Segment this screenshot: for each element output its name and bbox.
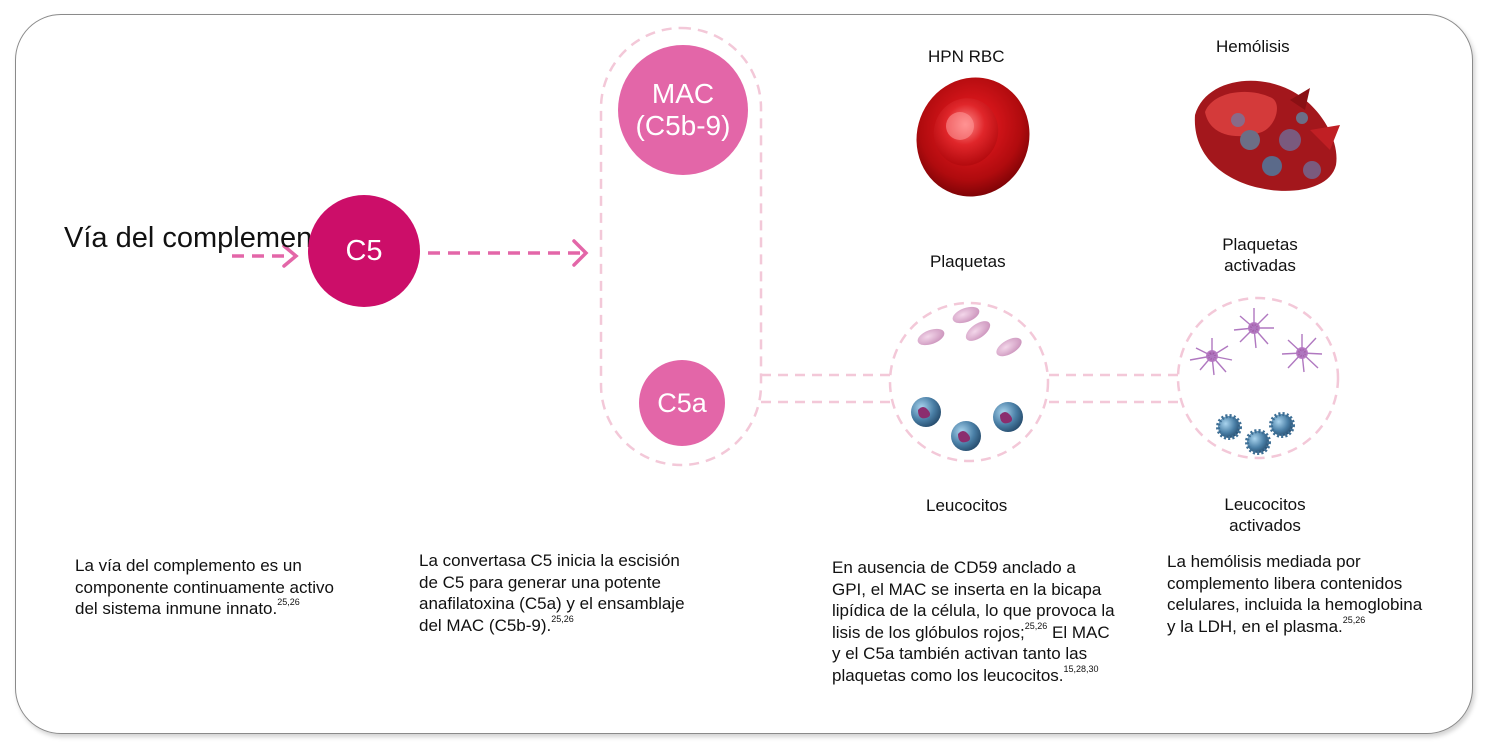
desc3-line: GPI, el MAC se inserta en la bicapa xyxy=(832,579,1102,599)
description-pathway: La vía del complemento es un componente … xyxy=(75,555,334,620)
c5a-label: C5a xyxy=(657,387,707,418)
leukocyte-icons xyxy=(911,397,1023,451)
desc3-line: y el C5a también activan tanto las xyxy=(832,644,1088,664)
c5-node: C5 xyxy=(308,195,420,307)
desc2-line: La convertasa C5 inicia la escisión xyxy=(419,551,680,570)
desc3-line-text: plaquetas como los leucocitos. xyxy=(832,665,1064,685)
c5-label: C5 xyxy=(345,234,383,267)
activated-platelet-icons xyxy=(1189,308,1323,376)
desc1-line-text: del sistema inmune innato. xyxy=(75,599,278,619)
desc1-line: La vía del complemento es un xyxy=(75,556,302,575)
platelet-icons xyxy=(917,306,1022,357)
reference-superscript: 25,26 xyxy=(1342,614,1366,625)
label-leucocitos-activados-line1: Leucocitos xyxy=(1224,495,1306,514)
desc4-line: La hemólisis mediada por xyxy=(1167,552,1361,571)
desc2-line: anafilatoxina (C5a) y el ensamblaje xyxy=(419,594,685,614)
rbc-icon xyxy=(916,77,1030,197)
c5a-node: C5a xyxy=(639,360,725,446)
desc1-line: componente continuamente activo xyxy=(75,577,334,597)
desc2-line-text: del MAC (C5b-9). xyxy=(419,615,552,635)
label-plaquetas: Plaquetas xyxy=(930,252,1006,271)
reference-superscript: 25,26 xyxy=(551,613,574,624)
label-leucocitos: Leucocitos xyxy=(926,496,1008,515)
cells-circle xyxy=(888,301,1050,463)
reference-superscript: 25,26 xyxy=(277,597,300,608)
label-leucocitos-activados-line2: activados xyxy=(1229,516,1301,536)
label-plaquetas-activadas-line2: activadas xyxy=(1224,256,1296,276)
desc4-line: celulares, incluida la hemoglobina xyxy=(1167,595,1423,615)
desc2-line: del MAC (C5b-9).25,26 xyxy=(419,613,685,637)
products-capsule xyxy=(599,26,763,467)
description-hemolysis: La hemólisis mediada por complemento lib… xyxy=(1167,551,1422,637)
pathway-title-text: Vía del complemento xyxy=(64,222,337,254)
desc1-line: del sistema inmune innato.25,26 xyxy=(75,597,334,620)
desc3-line: lisis de los glóbulos rojos;25,26 El MAC xyxy=(832,620,1115,644)
reference-superscript: 25,26 xyxy=(1024,620,1048,631)
desc3-line: En ausencia de CD59 anclado a xyxy=(832,558,1076,577)
pathway-title: Vía del complemento xyxy=(64,222,336,255)
description-c5-convertase: La convertasa C5 inicia la escisión de C… xyxy=(419,550,685,636)
mac-node: MAC (C5b-9) xyxy=(618,45,748,175)
activated-cells-circle xyxy=(1176,296,1340,460)
desc4-line-text: y la LDH, en el plasma. xyxy=(1167,616,1343,636)
label-plaquetas-activadas-line1: Plaquetas xyxy=(1222,235,1298,254)
label-plaquetas-activadas: Plaquetas activadas xyxy=(1207,234,1313,277)
mac-label-line2: (C5b-9) xyxy=(635,110,731,141)
activated-leukocyte-icons xyxy=(1216,412,1295,455)
mac-label-line1: MAC xyxy=(651,77,715,109)
label-hemolisis: Hemólisis xyxy=(1216,37,1290,56)
desc4-line: y la LDH, en el plasma.25,26 xyxy=(1167,614,1422,638)
arrowhead-1 xyxy=(282,244,299,268)
desc4-line: complemento libera contenidos xyxy=(1167,573,1403,593)
desc2-line: de C5 para generar una potente xyxy=(419,572,661,592)
desc3-line-text: lisis de los glóbulos rojos; xyxy=(832,622,1025,642)
reference-superscript: 15,28,30 xyxy=(1063,663,1099,674)
desc3-line: plaquetas como los leucocitos.15,28,30 xyxy=(832,663,1115,687)
hemolysis-icon xyxy=(1194,80,1340,191)
desc3-line: lipídica de la célula, lo que provoca la xyxy=(832,601,1115,621)
arrowhead-2 xyxy=(572,239,589,267)
description-mac-insertion: En ausencia de CD59 anclado a GPI, el MA… xyxy=(832,557,1115,686)
label-hpn-rbc: HPN RBC xyxy=(928,47,1005,66)
label-leucocitos-activados: Leucocitos activados xyxy=(1212,494,1318,537)
desc3-line-text: El MAC xyxy=(1047,622,1110,642)
